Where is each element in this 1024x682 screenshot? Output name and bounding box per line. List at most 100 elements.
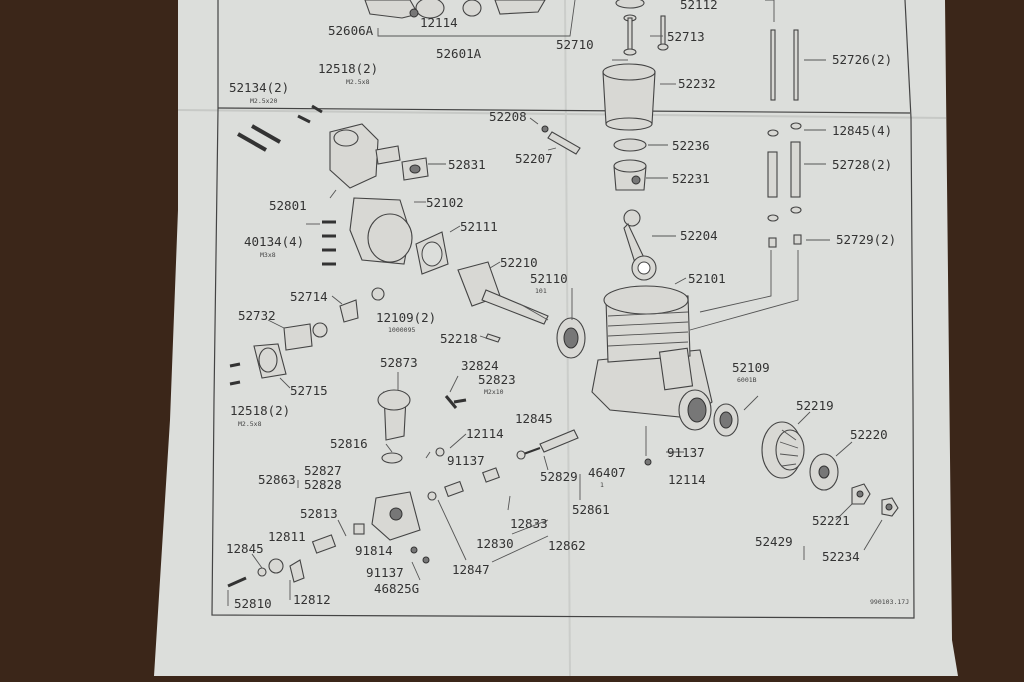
sublabel-52109: 6001B: [737, 376, 757, 384]
label-12811: 12811: [268, 529, 306, 544]
crankshaft: [457, 261, 549, 325]
label-40134: 40134(4): [244, 234, 304, 249]
sublabel-12518-top-size: M2.5x8: [346, 78, 370, 86]
gasket-52111: [415, 231, 449, 275]
crankcase: [591, 285, 713, 431]
label-52102: 52102: [426, 195, 464, 210]
label-52710: 52710: [556, 37, 594, 52]
label-52110: 52110: [530, 271, 568, 286]
label-52134: 52134(2): [229, 80, 289, 95]
label-52218: 52218: [440, 331, 478, 346]
screws-12518-lower: [229, 362, 241, 386]
pushrods: [767, 29, 802, 248]
label-52221: 52221: [812, 513, 850, 528]
label-52732: 52732: [238, 308, 276, 323]
paper-fold-horizontal: [177, 109, 947, 119]
carburetor-body: [371, 491, 421, 541]
label-52207: 52207: [515, 151, 553, 166]
label-12114-top: 12114: [420, 15, 458, 30]
label-52101: 52101: [688, 271, 726, 286]
label-52729: 52729(2): [836, 232, 896, 247]
pushrod-guide-line-b: [689, 250, 799, 331]
cooling-fan-52219: [761, 421, 805, 479]
label-12830: 12830: [476, 536, 514, 551]
label-12862: 12862: [548, 538, 586, 553]
frame-divider: [217, 107, 911, 114]
label-52219: 52219: [796, 398, 834, 413]
valves: [623, 14, 669, 56]
label-52827: 52827: [304, 463, 342, 478]
cylinder-liner: [602, 63, 656, 131]
label-52828: 52828: [304, 477, 342, 492]
front-bearing-52109: [713, 403, 739, 437]
label-52823: 52823: [478, 372, 516, 387]
screws-40134: [322, 220, 336, 266]
label-52606A: 52606A: [328, 23, 374, 38]
label-12845-4: 12845(4): [832, 123, 892, 138]
label-52232: 52232: [678, 76, 716, 91]
label-52714: 52714: [290, 289, 328, 304]
bearing-12109: [312, 322, 328, 338]
label-32824: 32824: [461, 358, 499, 373]
label-12109: 12109(2): [376, 310, 436, 325]
piston-ring: [613, 138, 647, 152]
leader-lines: [227, 35, 883, 606]
label-52208: 52208: [489, 109, 527, 124]
nut-52221: [851, 483, 871, 505]
sublabel-52823-size: M2x10: [484, 388, 504, 396]
pushrod-leader: [765, 0, 775, 22]
gasket-52831: [401, 157, 429, 181]
rocker-housing-52801: [329, 123, 401, 189]
label-52829: 52829: [540, 469, 578, 484]
label-52109: 52109: [732, 360, 770, 375]
label-52204: 52204: [680, 228, 718, 243]
label-52801: 52801: [269, 198, 307, 213]
label-52429: 52429: [755, 534, 793, 549]
connecting-rod: [623, 209, 657, 281]
gasket-52732: [283, 323, 313, 351]
label-52236: 52236: [672, 138, 710, 153]
nut-52234: [881, 497, 899, 517]
label-52715: 52715: [290, 383, 328, 398]
carburetor-elbow-52873: [377, 389, 411, 464]
sublabel-12518-lower-size: M2.5x8: [238, 420, 262, 428]
label-52873: 52873: [380, 355, 418, 370]
label-52728: 52728(2): [832, 157, 892, 172]
label-52112: 52112: [680, 0, 718, 12]
sublabel-52134-size: M2.5x20: [250, 97, 277, 105]
label-12518-lower: 12518(2): [230, 403, 290, 418]
label-52863: 52863: [258, 472, 296, 487]
label-91137-a: 91137: [447, 453, 485, 468]
drive-washer-52220: [809, 453, 839, 491]
group-bracket-52601A: [377, 0, 576, 37]
label-52111: 52111: [460, 219, 498, 234]
label-12812: 12812: [293, 592, 331, 607]
label-91137-b: 91137: [667, 445, 705, 460]
label-12114-carb: 12114: [466, 426, 504, 441]
drawing-frame: [211, 0, 915, 619]
screws-12518-top: [297, 104, 323, 124]
label-46407: 46407: [588, 465, 626, 480]
label-52231: 52231: [672, 171, 710, 186]
sublabel-40134-size: M3x8: [260, 251, 276, 259]
label-52601A: 52601A: [436, 46, 482, 61]
label-91137-c: 91137: [366, 565, 404, 580]
label-12518-top: 12518(2): [318, 61, 378, 76]
sublabel-46407: 1: [600, 481, 604, 489]
label-52816: 52816: [330, 436, 368, 451]
label-52210: 52210: [500, 255, 538, 270]
label-46825G: 46825G: [374, 581, 419, 596]
piston: [613, 159, 647, 191]
label-52713: 52713: [667, 29, 705, 44]
rear-cover-52102: [349, 197, 413, 265]
label-91814: 91814: [355, 543, 393, 558]
label-52220: 52220: [850, 427, 888, 442]
wrist-pin: [541, 125, 581, 155]
label-52831: 52831: [448, 157, 486, 172]
label-12845-lower: 12845: [226, 541, 264, 556]
sublabel-52110: 101: [535, 287, 547, 295]
pushrod-guide-line-a: [699, 250, 772, 313]
carb-small-parts: [227, 395, 652, 588]
